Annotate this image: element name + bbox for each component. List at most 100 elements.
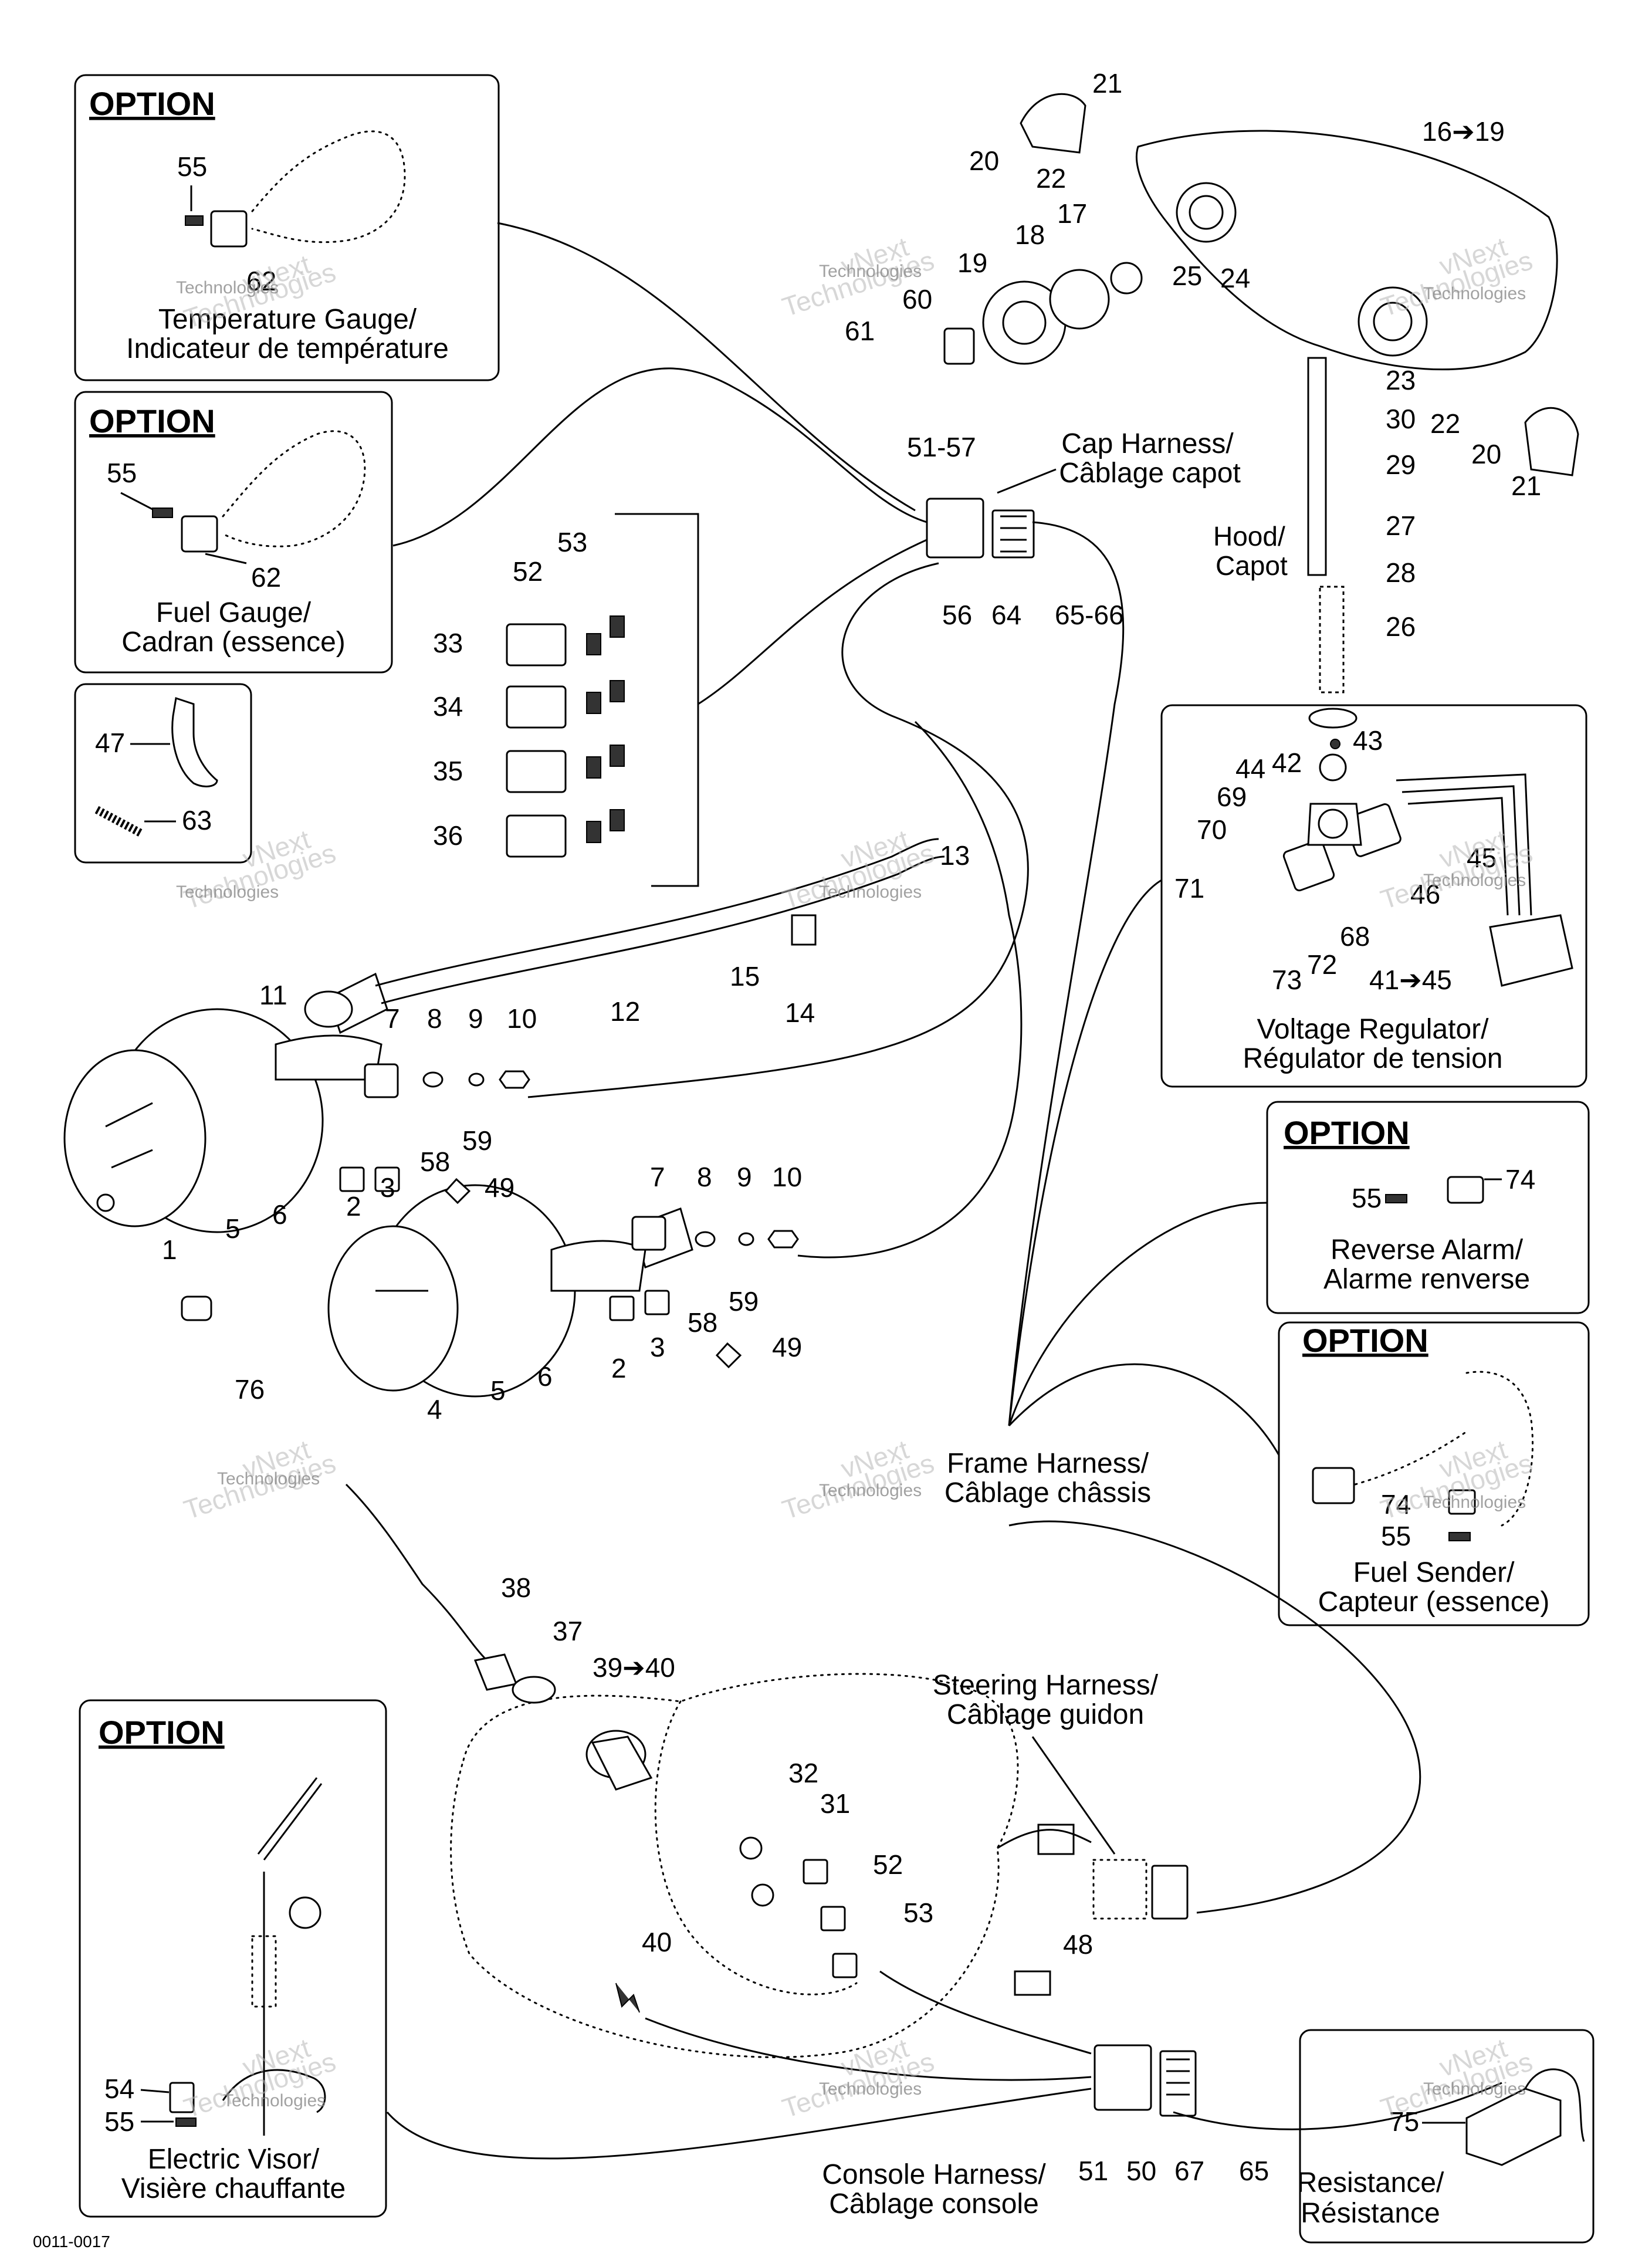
callout-11: 11 bbox=[259, 980, 287, 1010]
callout-44: 44 bbox=[1235, 753, 1265, 784]
option-title: OPTION bbox=[1284, 1114, 1410, 1151]
callout-16-19: 16➔19 bbox=[1422, 116, 1505, 147]
fuel-gauge-label-en: Fuel Gauge/ bbox=[156, 597, 312, 628]
electric-visor-label-en: Electric Visor/ bbox=[148, 2144, 320, 2175]
callout-29: 29 bbox=[1386, 449, 1416, 480]
callout-30: 30 bbox=[1386, 404, 1416, 434]
callout-59: 59 bbox=[729, 1286, 759, 1317]
callout-55: 55 bbox=[1352, 1183, 1382, 1213]
callout-58: 58 bbox=[420, 1146, 450, 1177]
frame-harness-label-fr: Câblage châssis bbox=[945, 1477, 1151, 1508]
svg-text:Technologies: Technologies bbox=[176, 882, 279, 902]
hardware-washers bbox=[181, 1063, 799, 1369]
callout-18: 18 bbox=[1015, 219, 1045, 250]
callout-21: 21 bbox=[1511, 471, 1541, 501]
callout-74: 74 bbox=[1505, 1164, 1535, 1195]
reverse-alarm-label-fr: Alarme renverse bbox=[1323, 1264, 1530, 1295]
callout-3: 3 bbox=[650, 1332, 665, 1362]
electric-visor-option-box: OPTION 54 55 Electric Visor/ Visière cha… bbox=[79, 1699, 387, 2218]
callout-22: 22 bbox=[1430, 408, 1460, 439]
steering-harness-label-en: Steering Harness/ bbox=[933, 1670, 1159, 1701]
resistance-label-en: Resistance/ bbox=[1297, 2167, 1444, 2198]
callout-52: 52 bbox=[873, 1849, 903, 1880]
resistance-label-fr: Résistance bbox=[1301, 2198, 1440, 2229]
callout-75: 75 bbox=[1389, 2106, 1419, 2137]
temperature-gauge-label-en: Temperature Gauge/ bbox=[158, 304, 417, 335]
callout-1: 1 bbox=[162, 1234, 177, 1265]
callout-37: 37 bbox=[553, 1616, 583, 1646]
hood-label-fr: Capot bbox=[1216, 550, 1288, 581]
callout-23: 23 bbox=[1386, 365, 1416, 395]
callout-33: 33 bbox=[433, 628, 463, 658]
option-title: OPTION bbox=[99, 1714, 225, 1751]
callout-36: 36 bbox=[433, 820, 463, 851]
svg-text:Technologies: Technologies bbox=[819, 262, 922, 281]
callout-55: 55 bbox=[177, 151, 207, 182]
switch-group bbox=[506, 513, 699, 887]
callout-5: 5 bbox=[490, 1375, 506, 1406]
console-harness-label-fr: Câblage console bbox=[829, 2188, 1039, 2220]
cable-ties-box: 47 63 bbox=[74, 683, 252, 864]
callout-9: 9 bbox=[468, 1003, 483, 1034]
svg-text:Technologies: Technologies bbox=[819, 1481, 922, 1500]
callout-2: 2 bbox=[346, 1191, 361, 1222]
console-harness-connector bbox=[1094, 2044, 1197, 2117]
callout-71: 71 bbox=[1174, 873, 1204, 904]
callout-54: 54 bbox=[104, 2073, 134, 2104]
cap-harness-connector bbox=[926, 498, 1035, 559]
option-title: OPTION bbox=[89, 85, 215, 122]
callout-59: 59 bbox=[462, 1125, 492, 1156]
callout-13: 13 bbox=[940, 840, 970, 871]
callout-62: 62 bbox=[251, 562, 281, 593]
callout-61: 61 bbox=[845, 316, 875, 346]
callout-15: 15 bbox=[730, 961, 760, 992]
electric-visor-label-fr: Visière chauffante bbox=[121, 2173, 346, 2204]
speedometer-gauge bbox=[63, 972, 400, 1233]
callout-55: 55 bbox=[104, 2106, 134, 2137]
callout-58: 58 bbox=[688, 1307, 717, 1338]
fuel-sender-option-box: OPTION 74 55 Fuel Sender/ Capteur (essen… bbox=[1278, 1321, 1590, 1626]
callout-38: 38 bbox=[501, 1572, 531, 1603]
callout-73: 73 bbox=[1272, 965, 1302, 995]
fuel-gauge-option-box: OPTION 55 62 Fuel Gauge/ Cadran (essence… bbox=[74, 391, 393, 674]
reverse-alarm-option-box: OPTION 55 74 Reverse Alarm/ Alarme renve… bbox=[1266, 1101, 1590, 1314]
callout-8: 8 bbox=[427, 1003, 442, 1034]
fuel-sender-label-en: Fuel Sender/ bbox=[1353, 1557, 1515, 1588]
drawing-number: 0011-0017 bbox=[33, 2232, 110, 2251]
callout-39-40: 39➔40 bbox=[593, 1652, 675, 1683]
callout-31: 31 bbox=[820, 1788, 850, 1819]
cap-harness-label-en: Cap Harness/ bbox=[1061, 428, 1234, 459]
callout-12: 12 bbox=[610, 996, 640, 1027]
callout-65-66: 65-66 bbox=[1055, 600, 1124, 630]
callout-14: 14 bbox=[785, 997, 815, 1028]
callout-6: 6 bbox=[272, 1199, 287, 1230]
callout-68: 68 bbox=[1340, 921, 1370, 952]
callout-labels: 21 16➔19 20 22 17 18 19 25 24 60 61 23 3… bbox=[162, 68, 1541, 2186]
reverse-alarm-label-en: Reverse Alarm/ bbox=[1331, 1234, 1524, 1266]
option-title: OPTION bbox=[89, 402, 215, 439]
callout-21: 21 bbox=[1092, 68, 1122, 99]
voltage-regulator-label-fr: Régulator de tension bbox=[1243, 1043, 1503, 1074]
callout-35: 35 bbox=[433, 756, 463, 786]
callout-45: 45 bbox=[1467, 843, 1497, 873]
voltage-regulator-label-en: Voltage Regulator/ bbox=[1257, 1014, 1489, 1045]
callout-69: 69 bbox=[1217, 782, 1247, 812]
callout-51-57: 51-57 bbox=[907, 432, 976, 462]
callout-52: 52 bbox=[513, 556, 543, 587]
callout-2: 2 bbox=[611, 1353, 627, 1383]
callout-20: 20 bbox=[1471, 439, 1501, 469]
callout-41-45: 41➔45 bbox=[1369, 965, 1452, 995]
callout-43: 43 bbox=[1353, 725, 1383, 756]
callout-48: 48 bbox=[1063, 1929, 1093, 1960]
resistance-box: 75 Resistance/ Résistance bbox=[1297, 2029, 1595, 2244]
temperature-gauge-label-fr: Indicateur de température bbox=[126, 333, 449, 364]
fuel-gauge-label-fr: Cadran (essence) bbox=[121, 627, 346, 658]
cap-harness-label-fr: Câblage capot bbox=[1059, 458, 1241, 489]
svg-text:Technologies: Technologies bbox=[1423, 284, 1526, 303]
steering-harness-label-fr: Câblage guidon bbox=[947, 1699, 1144, 1730]
svg-text:Technologies: Technologies bbox=[819, 2079, 922, 2099]
callout-53: 53 bbox=[557, 527, 587, 557]
callout-34: 34 bbox=[433, 691, 463, 722]
callout-67: 67 bbox=[1174, 2156, 1204, 2186]
